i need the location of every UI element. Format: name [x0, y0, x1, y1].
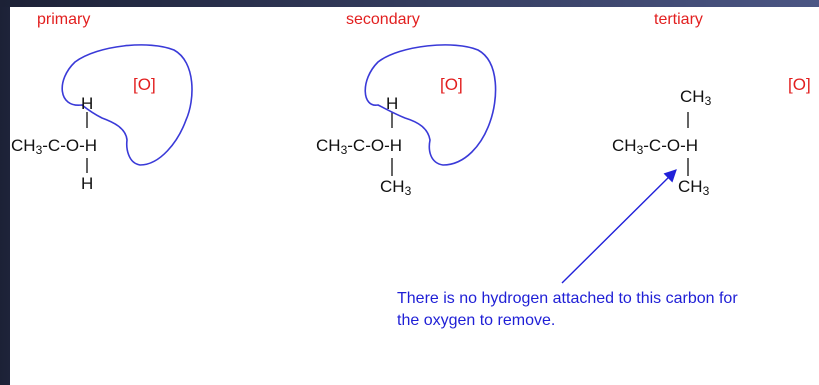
secondary-methyl-subscript: 3 [340, 143, 348, 157]
tertiary-top-methyl: CH3 [680, 87, 712, 108]
tertiary-oxidant: [O] [788, 75, 811, 94]
tertiary-methyl-text: CH [612, 136, 637, 155]
secondary-hydrogen-loop [364, 44, 497, 166]
secondary-bottom-methyl-subscript: 3 [404, 184, 412, 198]
secondary-methyl-text: CH [316, 136, 341, 155]
note-arrow [561, 169, 677, 284]
tertiary-label: tertiary [654, 11, 703, 28]
content-panel [10, 7, 819, 385]
secondary-bottom-methyl-text: CH [380, 177, 405, 196]
primary-bottom-hydrogen: H [81, 174, 94, 193]
tertiary-bottom-methyl: CH3 [678, 177, 710, 198]
primary-hydrogen-loop [61, 44, 193, 166]
secondary-top-hydrogen: H [386, 94, 399, 113]
primary-carbinol-text: -C-O-H [42, 136, 98, 155]
primary-top-hydrogen: H [81, 94, 94, 113]
secondary-carbinol-text: -C-O-H [347, 136, 403, 155]
secondary-main-chain: CH3-C-O-H [316, 136, 403, 157]
secondary-oxidant: [O] [440, 75, 463, 94]
primary-main-chain: CH3-C-O-H [11, 136, 98, 157]
secondary-bottom-methyl: CH3 [380, 177, 412, 198]
tertiary-methyl-subscript: 3 [636, 143, 644, 157]
tertiary-main-chain: CH3-C-O-H [612, 136, 699, 157]
primary-label: primary [37, 11, 91, 28]
primary-oxidant: [O] [133, 75, 156, 94]
tertiary-top-methyl-text: CH [680, 87, 705, 106]
primary-methyl-subscript: 3 [35, 143, 43, 157]
slide-top-stripe [0, 0, 819, 7]
primary-methyl-text: CH [11, 136, 36, 155]
tertiary-bottom-methyl-text: CH [678, 177, 703, 196]
tertiary-top-methyl-subscript: 3 [704, 94, 712, 108]
secondary-label: secondary [346, 11, 420, 28]
tertiary-bottom-methyl-subscript: 3 [702, 184, 710, 198]
tertiary-carbinol-text: -C-O-H [643, 136, 699, 155]
explanation-note: There is no hydrogen attached to this ca… [397, 290, 738, 329]
